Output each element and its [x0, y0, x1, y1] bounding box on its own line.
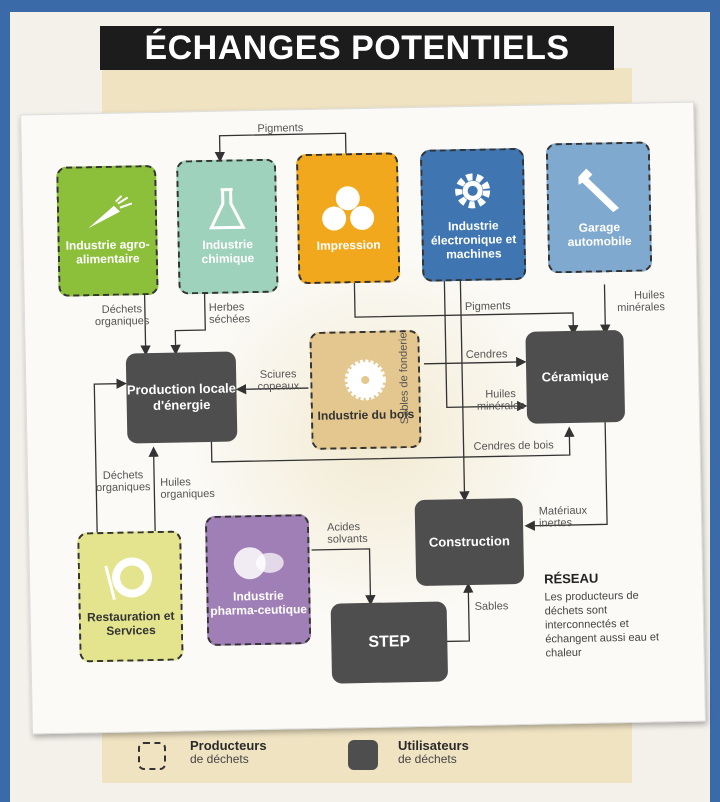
flow-label: Sables	[474, 600, 509, 613]
node-label: Restauration et Services	[86, 608, 175, 638]
reseau-heading: RÉSEAU	[543, 570, 599, 587]
flow-label-vertical: Sables de fonderie	[397, 332, 412, 425]
legend-producer-swatch	[138, 742, 166, 770]
node-label: STEP	[368, 633, 411, 651]
legend-producteurs-label: Producteurs	[190, 738, 267, 753]
legend-producteurs: Producteurs de déchets	[190, 739, 267, 766]
flow-arrows	[93, 132, 611, 643]
reseau-text: Les producteurs de déchets sont intercon…	[544, 589, 660, 660]
flow-label: Huiles minérales	[617, 289, 666, 315]
flow-label: Pigments	[257, 122, 304, 135]
plate-cutlery-icon	[104, 557, 153, 601]
node-step[interactable]: STEP	[330, 601, 449, 684]
node-label: Impression	[316, 237, 381, 253]
node-label: Production locale d'énergie	[126, 380, 237, 414]
legend-producteurs-sub: de déchets	[190, 752, 249, 766]
flow-label: Pigments	[464, 300, 511, 314]
saw-blade-icon	[344, 359, 386, 401]
node-ceramique[interactable]: Céramique	[525, 329, 626, 424]
node-production-energie[interactable]: Production locale d'énergie	[125, 351, 238, 444]
carrot-icon	[88, 195, 133, 229]
flow-label: Déchets organiques	[95, 469, 151, 495]
flask-icon	[208, 187, 246, 230]
wrench-icon	[578, 168, 620, 213]
flow-label: Acides solvants	[326, 521, 368, 546]
pills-icon	[233, 547, 284, 580]
diagram-card: Industrie agro-alimentaire Industrie chi…	[20, 101, 706, 735]
flow-label: Huiles minérales	[476, 388, 525, 413]
node-industrie-chimique[interactable]: Industrie chimique	[176, 158, 279, 295]
node-label: Céramique	[541, 368, 609, 385]
reseau-note: RÉSEAU Les producteurs de déchets sont i…	[544, 569, 666, 660]
legend-utilisateurs-sub: de déchets	[398, 752, 457, 766]
legend-user-swatch	[348, 740, 378, 770]
flow-label: Huiles organiques	[160, 476, 215, 501]
node-label: Garage automobile	[567, 220, 632, 250]
gear-icon	[455, 173, 491, 209]
node-label: Industrie chimique	[201, 237, 255, 267]
node-industrie-du-bois[interactable]: Industrie du bois	[309, 329, 422, 450]
node-label: Industrie pharma-ceutique	[210, 588, 308, 618]
flow-label: Herbes séchées	[208, 301, 251, 326]
flow-label: Déchets organiques	[94, 303, 150, 329]
legend-utilisateurs: Utilisateurs de déchets	[398, 739, 469, 766]
node-label: Industrie électronique et machines	[430, 218, 517, 262]
node-construction[interactable]: Construction	[414, 497, 525, 587]
flow-label: Sciures copeaux	[257, 368, 300, 394]
page-title: ÉCHANGES POTENTIELS	[100, 26, 614, 70]
flow-label: Cendres	[465, 348, 508, 362]
flow-label: Cendres de bois	[473, 439, 554, 453]
node-label: Industrie agro-alimentaire	[65, 237, 150, 267]
flow-label: Matériaux inertes	[538, 504, 588, 530]
node-industrie-electronique[interactable]: Industrie électronique et machines	[419, 147, 527, 282]
node-restauration[interactable]: Restauration et Services	[77, 530, 184, 663]
node-agro-alimentaire[interactable]: Industrie agro-alimentaire	[56, 164, 159, 297]
legend-utilisateurs-label: Utilisateurs	[398, 738, 469, 753]
node-garage-automobile[interactable]: Garage automobile	[545, 141, 653, 274]
node-industrie-pharma[interactable]: Industrie pharma-ceutique	[204, 514, 312, 647]
paper-rolls-icon	[322, 186, 375, 231]
node-label: Construction	[428, 533, 510, 550]
node-impression[interactable]: Impression	[295, 152, 401, 285]
